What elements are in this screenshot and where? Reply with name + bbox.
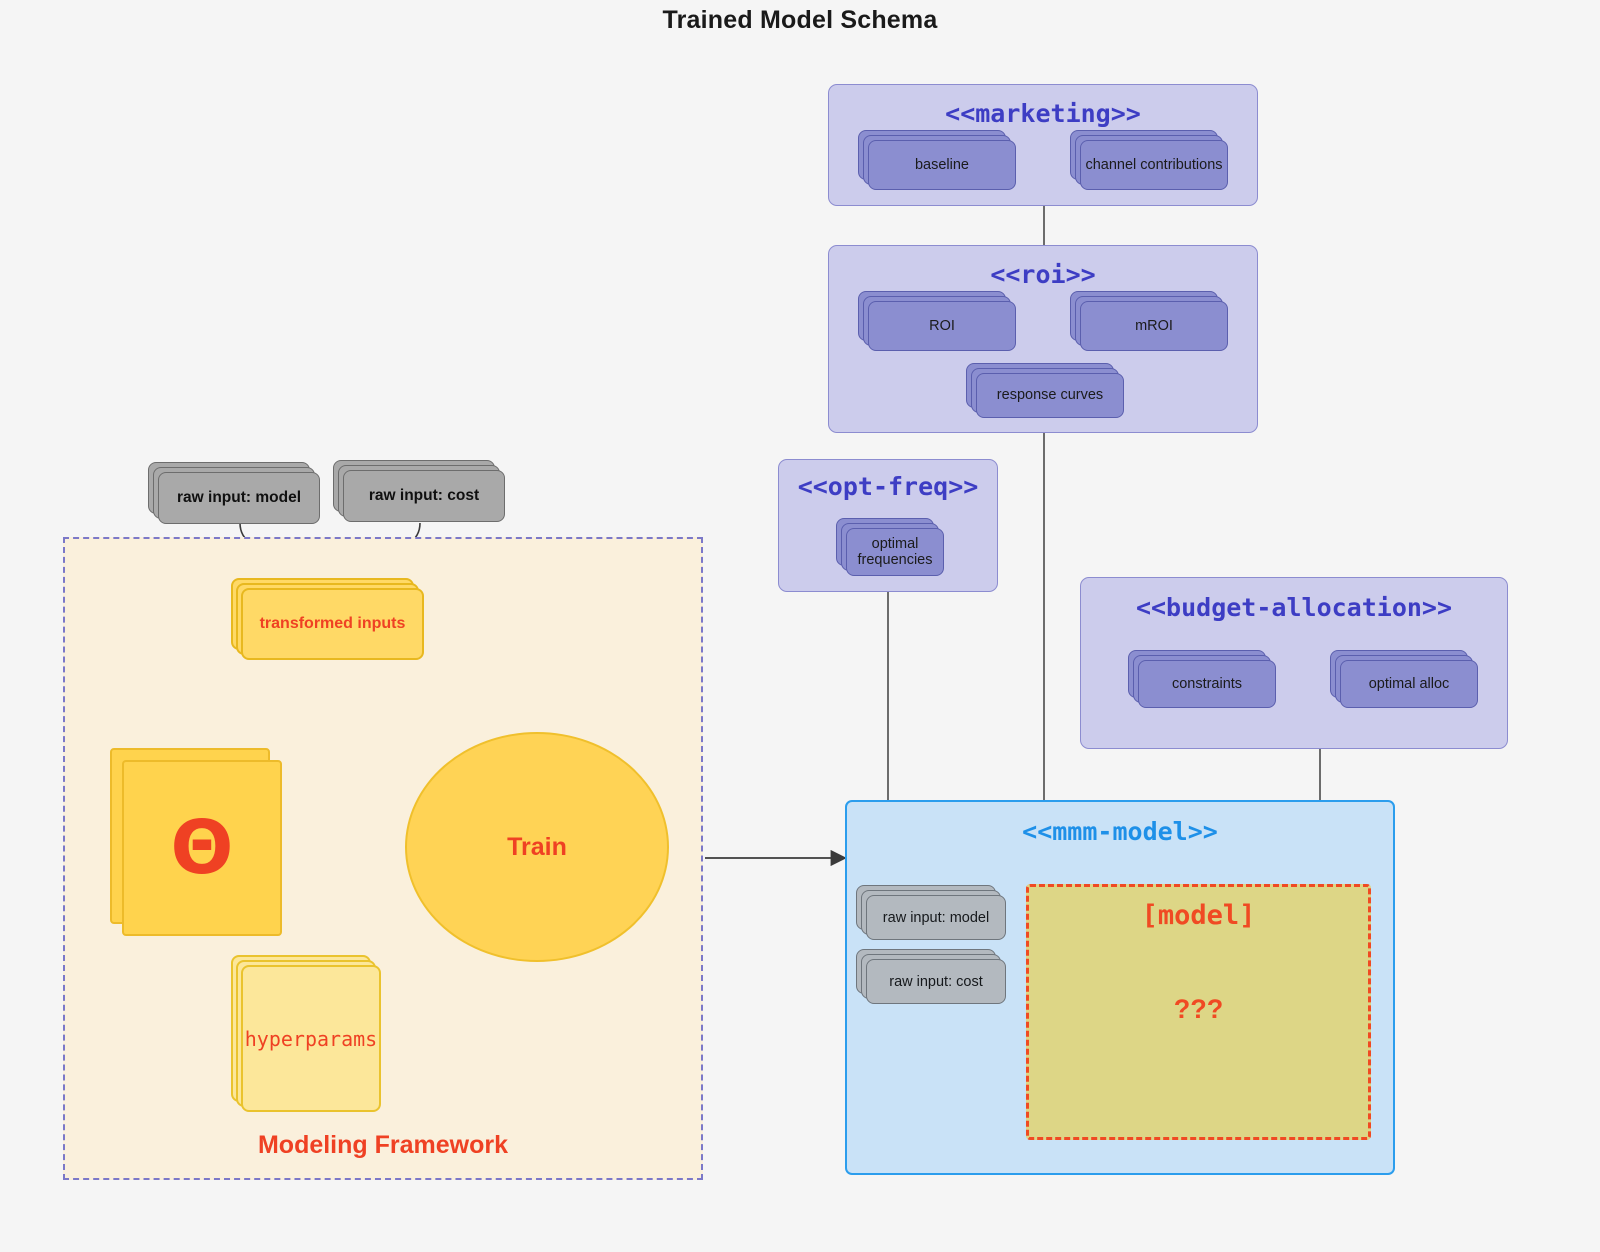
node-channel-contributions[interactable]: channel contributions: [1070, 130, 1228, 190]
node-transformed-inputs[interactable]: transformed inputs: [231, 578, 424, 660]
node-train-label: Train: [507, 832, 567, 861]
node-label: response curves: [976, 373, 1124, 418]
node-label: mROI: [1080, 301, 1228, 351]
package-mmm-model-title: <<mmm-model>>: [1022, 817, 1218, 846]
model-label: [model]: [1141, 900, 1256, 931]
node-response-curves[interactable]: response curves: [966, 363, 1124, 418]
node-label: optimal alloc: [1340, 660, 1478, 708]
node-label: transformed inputs: [241, 588, 424, 660]
node-mmm-raw-input-model[interactable]: raw input: model: [856, 885, 1006, 940]
node-label: raw input: cost: [343, 470, 505, 522]
node-hyperparams[interactable]: hyperparams: [231, 955, 381, 1112]
theta-icon: Θ: [170, 805, 234, 891]
node-optimal-alloc[interactable]: optimal alloc: [1330, 650, 1478, 708]
node-label-line1: optimal: [871, 535, 919, 552]
package-budget-allocation-title: <<budget-allocation>>: [1135, 593, 1453, 622]
node-roi[interactable]: ROI: [858, 291, 1016, 351]
node-label: hyperparams: [241, 965, 381, 1112]
modeling-framework-label: Modeling Framework: [257, 1131, 509, 1159]
node-label: constraints: [1138, 660, 1276, 708]
node-theta[interactable]: Θ: [110, 748, 282, 936]
node-raw-input-cost[interactable]: raw input: cost: [333, 460, 505, 522]
package-marketing-title: <<marketing>>: [945, 99, 1141, 128]
package-opt-freq-title: <<opt-freq>>: [797, 472, 979, 501]
page-title: Trained Model Schema: [662, 6, 938, 34]
theta-front: Θ: [122, 760, 282, 936]
node-label: raw input: cost: [866, 959, 1006, 1004]
model-placeholder-box[interactable]: [model] ???: [1026, 884, 1371, 1140]
node-label: baseline: [868, 140, 1016, 190]
node-label: channel contributions: [1080, 140, 1228, 190]
node-label-line2: frequencies: [857, 552, 933, 568]
model-unknown-label: ???: [1173, 994, 1224, 1024]
node-raw-input-model[interactable]: raw input: model: [148, 462, 320, 524]
node-mmm-raw-input-cost[interactable]: raw input: cost: [856, 949, 1006, 1004]
node-mroi[interactable]: mROI: [1070, 291, 1228, 351]
node-label: raw input: model: [866, 895, 1006, 940]
node-constraints[interactable]: constraints: [1128, 650, 1276, 708]
node-train[interactable]: Train: [405, 732, 669, 962]
node-baseline[interactable]: baseline: [858, 130, 1016, 190]
package-roi-title: <<roi>>: [990, 260, 1096, 289]
node-label: raw input: model: [158, 472, 320, 524]
node-label: ROI: [868, 301, 1016, 351]
